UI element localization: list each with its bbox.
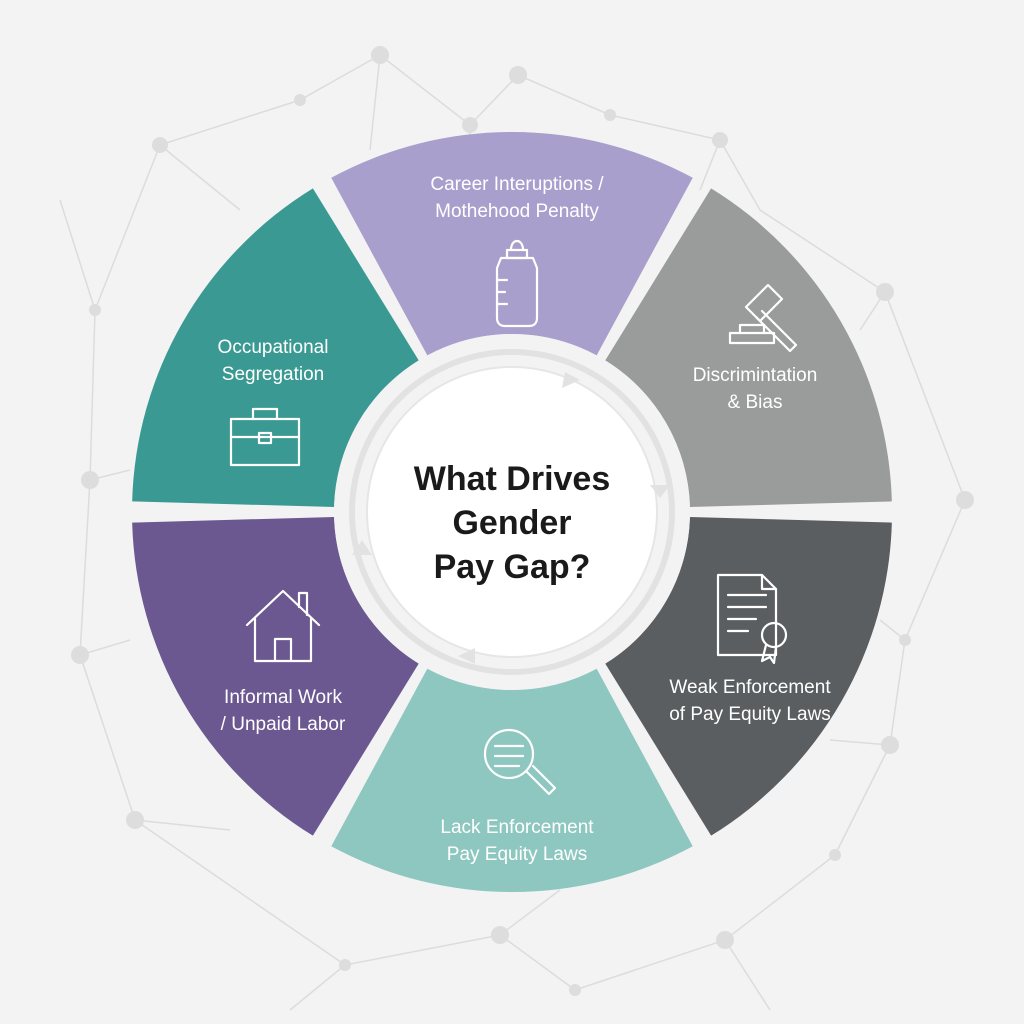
segment-discrimination bbox=[605, 188, 892, 508]
segment-lack-enforcement-label-line-2: Pay Equity Laws bbox=[447, 844, 587, 865]
segment-weak-enforcement bbox=[605, 516, 892, 836]
segment-discrimination-label-line-1: Discrimintation bbox=[693, 365, 818, 386]
segment-occupational-label-line-2: Segregation bbox=[222, 364, 324, 385]
segment-career-label-line-1: Career Interuptions / bbox=[430, 174, 604, 195]
center-title-line-3: Pay Gap? bbox=[434, 548, 591, 586]
segment-lack-enforcement-label-line-1: Lack Enforcement bbox=[440, 817, 594, 838]
background-network bbox=[59, 46, 974, 1011]
segment-career-label-line-2: Mothehood Penalty bbox=[435, 201, 599, 222]
segment-weak-enforcement-label-line-2: of Pay Equity Laws bbox=[669, 704, 831, 725]
segment-informal-work bbox=[132, 516, 419, 836]
segment-informal-work-label-line-2: / Unpaid Labor bbox=[221, 714, 346, 735]
certificate-document-icon bbox=[716, 573, 788, 665]
center-title-line-2: Gender bbox=[452, 504, 571, 542]
segment-occupational-label-line-1: Occupational bbox=[218, 337, 329, 358]
gavel-icon bbox=[728, 283, 798, 353]
segment-lack-enforcement bbox=[331, 668, 693, 893]
baby-bottle-icon bbox=[495, 239, 539, 328]
wheel-segments: Career Interuptions / Mothehood PenaltyDi… bbox=[132, 131, 892, 893]
briefcase-icon bbox=[229, 407, 301, 467]
center-hub: What Drives Gender Pay Gap? bbox=[334, 334, 690, 690]
center-title-line-1: What Drives bbox=[414, 460, 611, 498]
segment-occupational bbox=[132, 188, 419, 508]
segment-weak-enforcement-label-line-1: Weak Enforcement bbox=[669, 677, 831, 698]
magnifier-icon bbox=[483, 728, 557, 796]
segment-discrimination-label-line-2: & Bias bbox=[728, 392, 783, 413]
segment-informal-work-label-line-1: Informal Work bbox=[224, 687, 342, 708]
house-icon bbox=[245, 589, 321, 663]
